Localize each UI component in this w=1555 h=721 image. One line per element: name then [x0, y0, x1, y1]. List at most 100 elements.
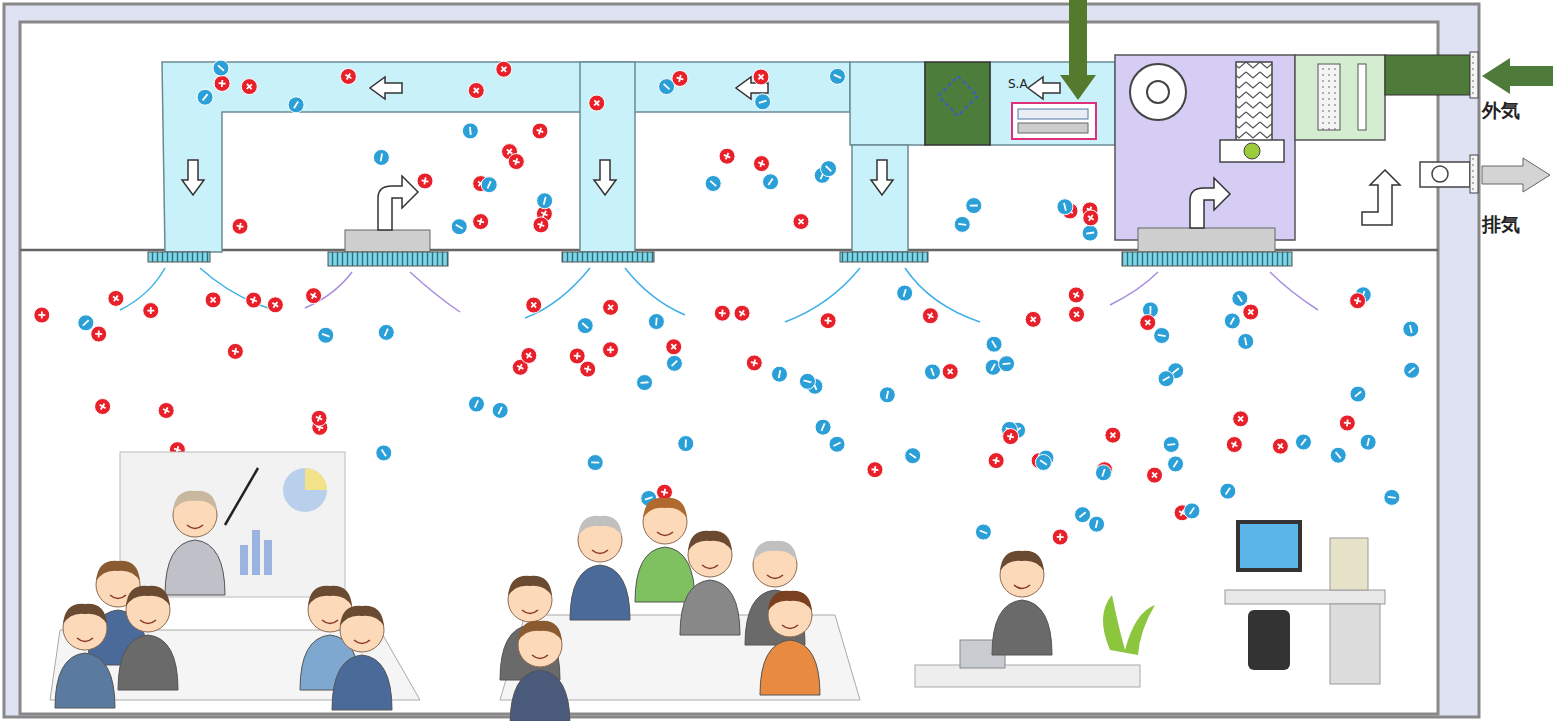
desk [1225, 590, 1385, 604]
person [760, 591, 820, 695]
ion-dot [1095, 465, 1111, 481]
positive-ion [1350, 293, 1366, 309]
ion-dot [942, 364, 958, 380]
ion-dot [1232, 290, 1248, 306]
ion-dot [1003, 429, 1019, 445]
monitor [1238, 522, 1300, 570]
positive-ion [1052, 529, 1068, 545]
positive-ion [753, 69, 769, 85]
return-grille [1122, 252, 1292, 266]
positive-ion [227, 343, 243, 359]
ion-sign [1230, 317, 1234, 324]
ion-dot [340, 68, 356, 84]
ion-sign [584, 365, 592, 373]
positive-ion [603, 342, 619, 358]
negative-ion [999, 356, 1015, 372]
ion-sign [750, 359, 758, 367]
positive-ion [473, 214, 489, 230]
ion-dot [213, 60, 229, 76]
person [510, 621, 570, 721]
ion-sign [931, 368, 934, 376]
ion-dot [521, 347, 537, 363]
ion-dot [1069, 306, 1085, 322]
office-chair [1248, 610, 1290, 670]
ion-dot [1168, 456, 1184, 472]
negative-ion [1404, 362, 1420, 378]
negative-ion [481, 177, 497, 193]
building-interior [20, 22, 1438, 714]
positive-ion [1272, 438, 1288, 454]
exhaust-arrow [1482, 158, 1550, 192]
ion-sign [573, 352, 581, 360]
duct-flow-arrow [182, 77, 1060, 195]
ion-dot [417, 173, 433, 189]
positive-ion [468, 83, 484, 99]
damper-symbol [938, 76, 978, 116]
ion-dot [1184, 503, 1200, 519]
ion-sign [768, 178, 772, 185]
ion-dot [1350, 386, 1366, 402]
ion-dot [1158, 371, 1174, 387]
person-body [680, 580, 740, 635]
negative-ion [492, 402, 508, 418]
ion-dot [378, 324, 394, 340]
ion-sign [469, 127, 472, 135]
filter-box [1295, 55, 1385, 140]
ion-sign [826, 166, 832, 172]
ion-sign [1301, 439, 1306, 445]
person-smile [1014, 585, 1030, 589]
outlet-label: 排気 [1482, 212, 1520, 238]
ion-sign [456, 225, 463, 229]
outside-air-arrow [1482, 58, 1553, 94]
ion-sign [529, 300, 539, 310]
ion-sign [676, 74, 684, 82]
negative-ion [1295, 434, 1311, 450]
negative-ion [1350, 386, 1366, 402]
negative-ion [905, 448, 921, 464]
person-hair [340, 606, 384, 626]
ion-dot [537, 193, 553, 209]
ion-dot [1154, 328, 1170, 344]
ion-sign [111, 294, 121, 304]
ion-sign [38, 311, 45, 318]
ion-sign [1003, 362, 1011, 365]
ion-sign [1388, 496, 1396, 499]
negative-ion [197, 89, 213, 105]
humidifier-symbol [1244, 143, 1260, 159]
negative-ion [373, 149, 389, 165]
ion-dot [755, 94, 771, 110]
negative-ion [577, 318, 593, 334]
negative-ion [637, 375, 653, 391]
positive-ion [569, 348, 585, 364]
positive-ion [158, 403, 174, 419]
negative-ion [1384, 489, 1400, 505]
pie-slice [305, 468, 327, 490]
ion-sign [344, 72, 354, 82]
ion-sign [1410, 325, 1412, 333]
ion-sign [759, 101, 767, 103]
positive-ion [714, 305, 730, 321]
positive-ion [496, 61, 512, 77]
negative-ion [666, 355, 682, 371]
negative-ion [659, 79, 675, 95]
ion-dot [1404, 362, 1420, 378]
ion-dot [656, 484, 672, 500]
ion-dot [1025, 311, 1041, 327]
negative-ion [587, 455, 603, 471]
positive-ion [205, 292, 221, 308]
negative-ion [1035, 454, 1051, 470]
person-hair [753, 541, 797, 561]
positive-ion [734, 305, 750, 321]
ion-sign [162, 406, 171, 415]
ion-dot [897, 285, 913, 301]
return-grille [1138, 228, 1275, 252]
ion-sign [385, 329, 388, 336]
ion-sign [1343, 419, 1351, 427]
ion-sign [970, 205, 978, 207]
ion-dot [143, 303, 159, 319]
negative-ion [1224, 313, 1240, 329]
ion-dot [526, 297, 542, 313]
person-smile [140, 620, 156, 624]
office-scene [50, 452, 1385, 721]
air-flow-curve [120, 268, 1318, 322]
